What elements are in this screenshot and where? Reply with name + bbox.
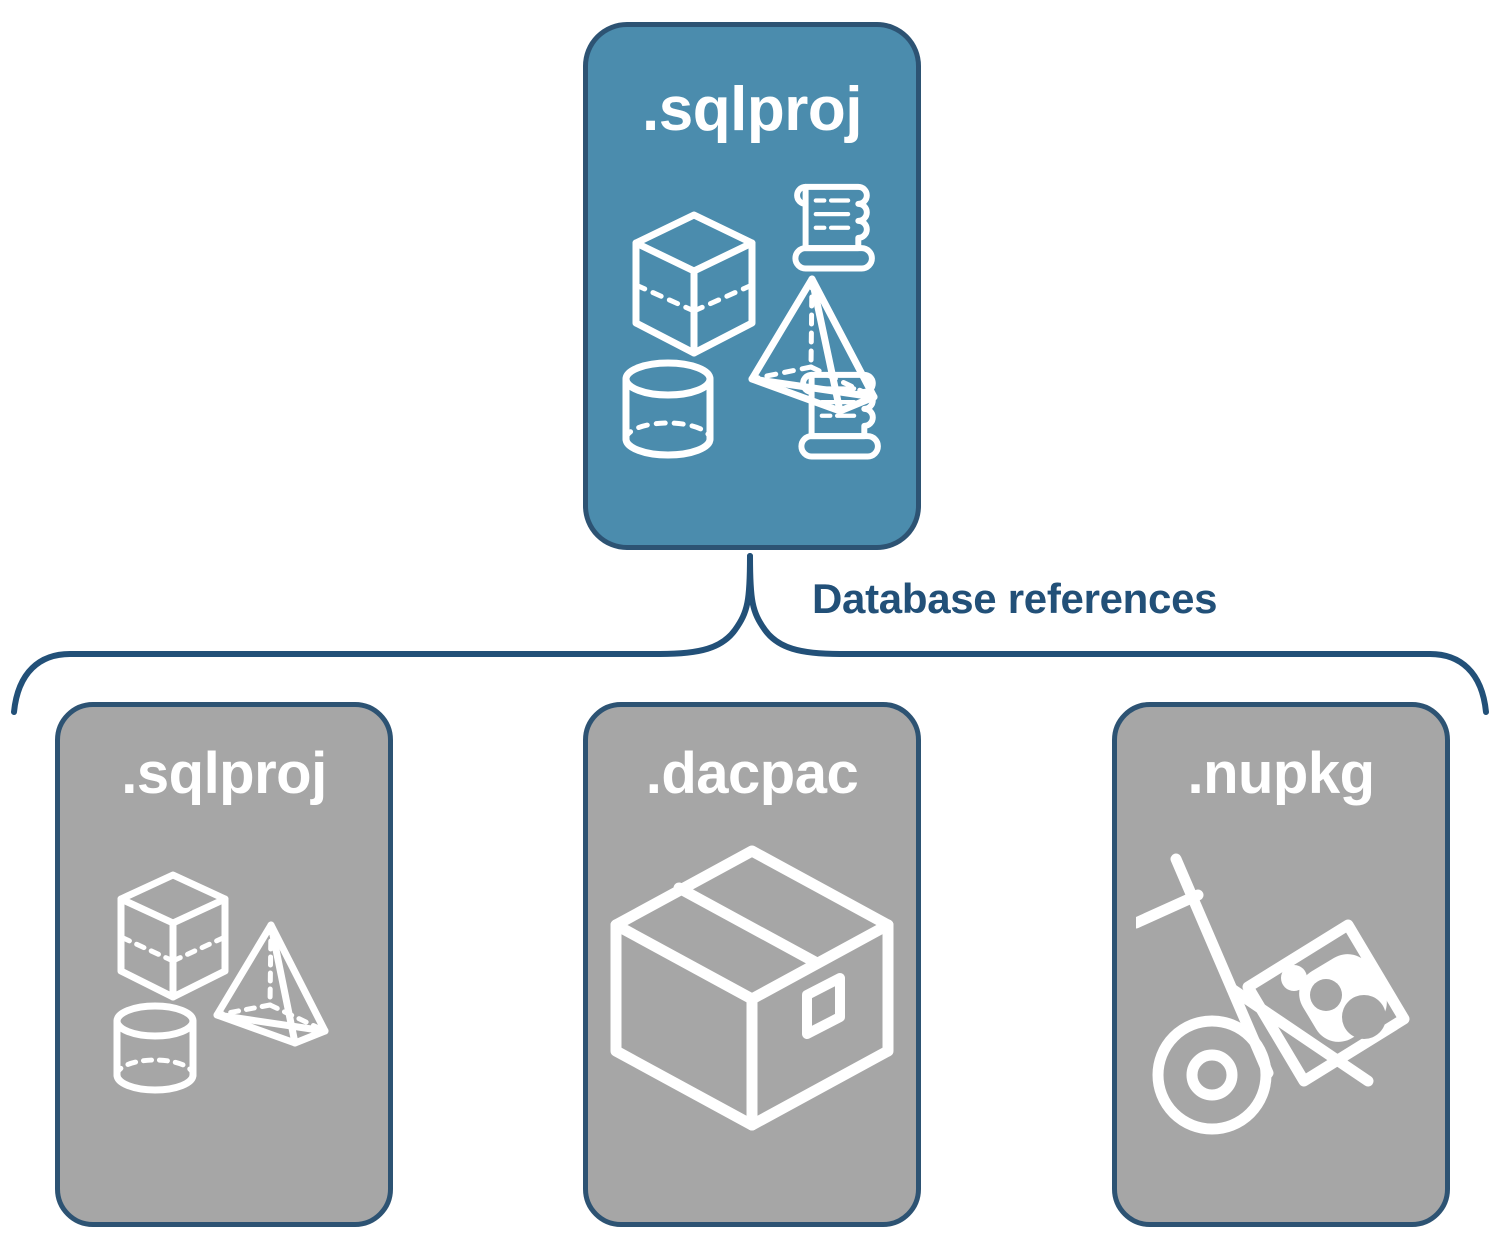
reference-card-sqlproj-label: .sqlproj xyxy=(121,741,327,806)
reference-card-sqlproj[interactable]: .sqlproj xyxy=(55,702,393,1227)
shapes-art xyxy=(113,871,329,1094)
cylinder-icon xyxy=(622,359,714,459)
root-sqlproj-card[interactable]: .sqlproj xyxy=(583,22,921,550)
shapes-and-scripts-art xyxy=(622,183,881,460)
nuget-logo-cutouts xyxy=(1310,979,1386,1039)
reference-card-nupkg-artwork xyxy=(1117,837,1445,1137)
pyramid-icon xyxy=(213,921,329,1047)
dolly-handle xyxy=(1136,889,1204,929)
reference-card-dacpac-artwork xyxy=(588,837,916,1137)
package-box-icon xyxy=(610,845,894,1131)
dolly-wheel xyxy=(1152,1015,1272,1135)
nuget-package-box xyxy=(1242,919,1410,1087)
cube-icon xyxy=(632,211,756,357)
scroll-icon xyxy=(798,371,881,460)
reference-card-nupkg-label: .nupkg xyxy=(1187,741,1375,806)
reference-card-nupkg[interactable]: .nupkg xyxy=(1112,702,1450,1227)
root-sqlproj-artwork xyxy=(588,167,916,467)
database-references-label: Database references xyxy=(812,575,1218,622)
reference-card-sqlproj-artwork xyxy=(60,837,388,1107)
cylinder-icon xyxy=(113,1002,197,1094)
scroll-icon xyxy=(792,183,875,272)
cube-icon xyxy=(117,871,229,1001)
reference-card-dacpac[interactable]: .dacpac xyxy=(583,702,921,1227)
hand-truck-nuget-icon xyxy=(1136,853,1410,1135)
root-sqlproj-label: .sqlproj xyxy=(642,75,862,144)
reference-card-dacpac-label: .dacpac xyxy=(645,741,859,806)
